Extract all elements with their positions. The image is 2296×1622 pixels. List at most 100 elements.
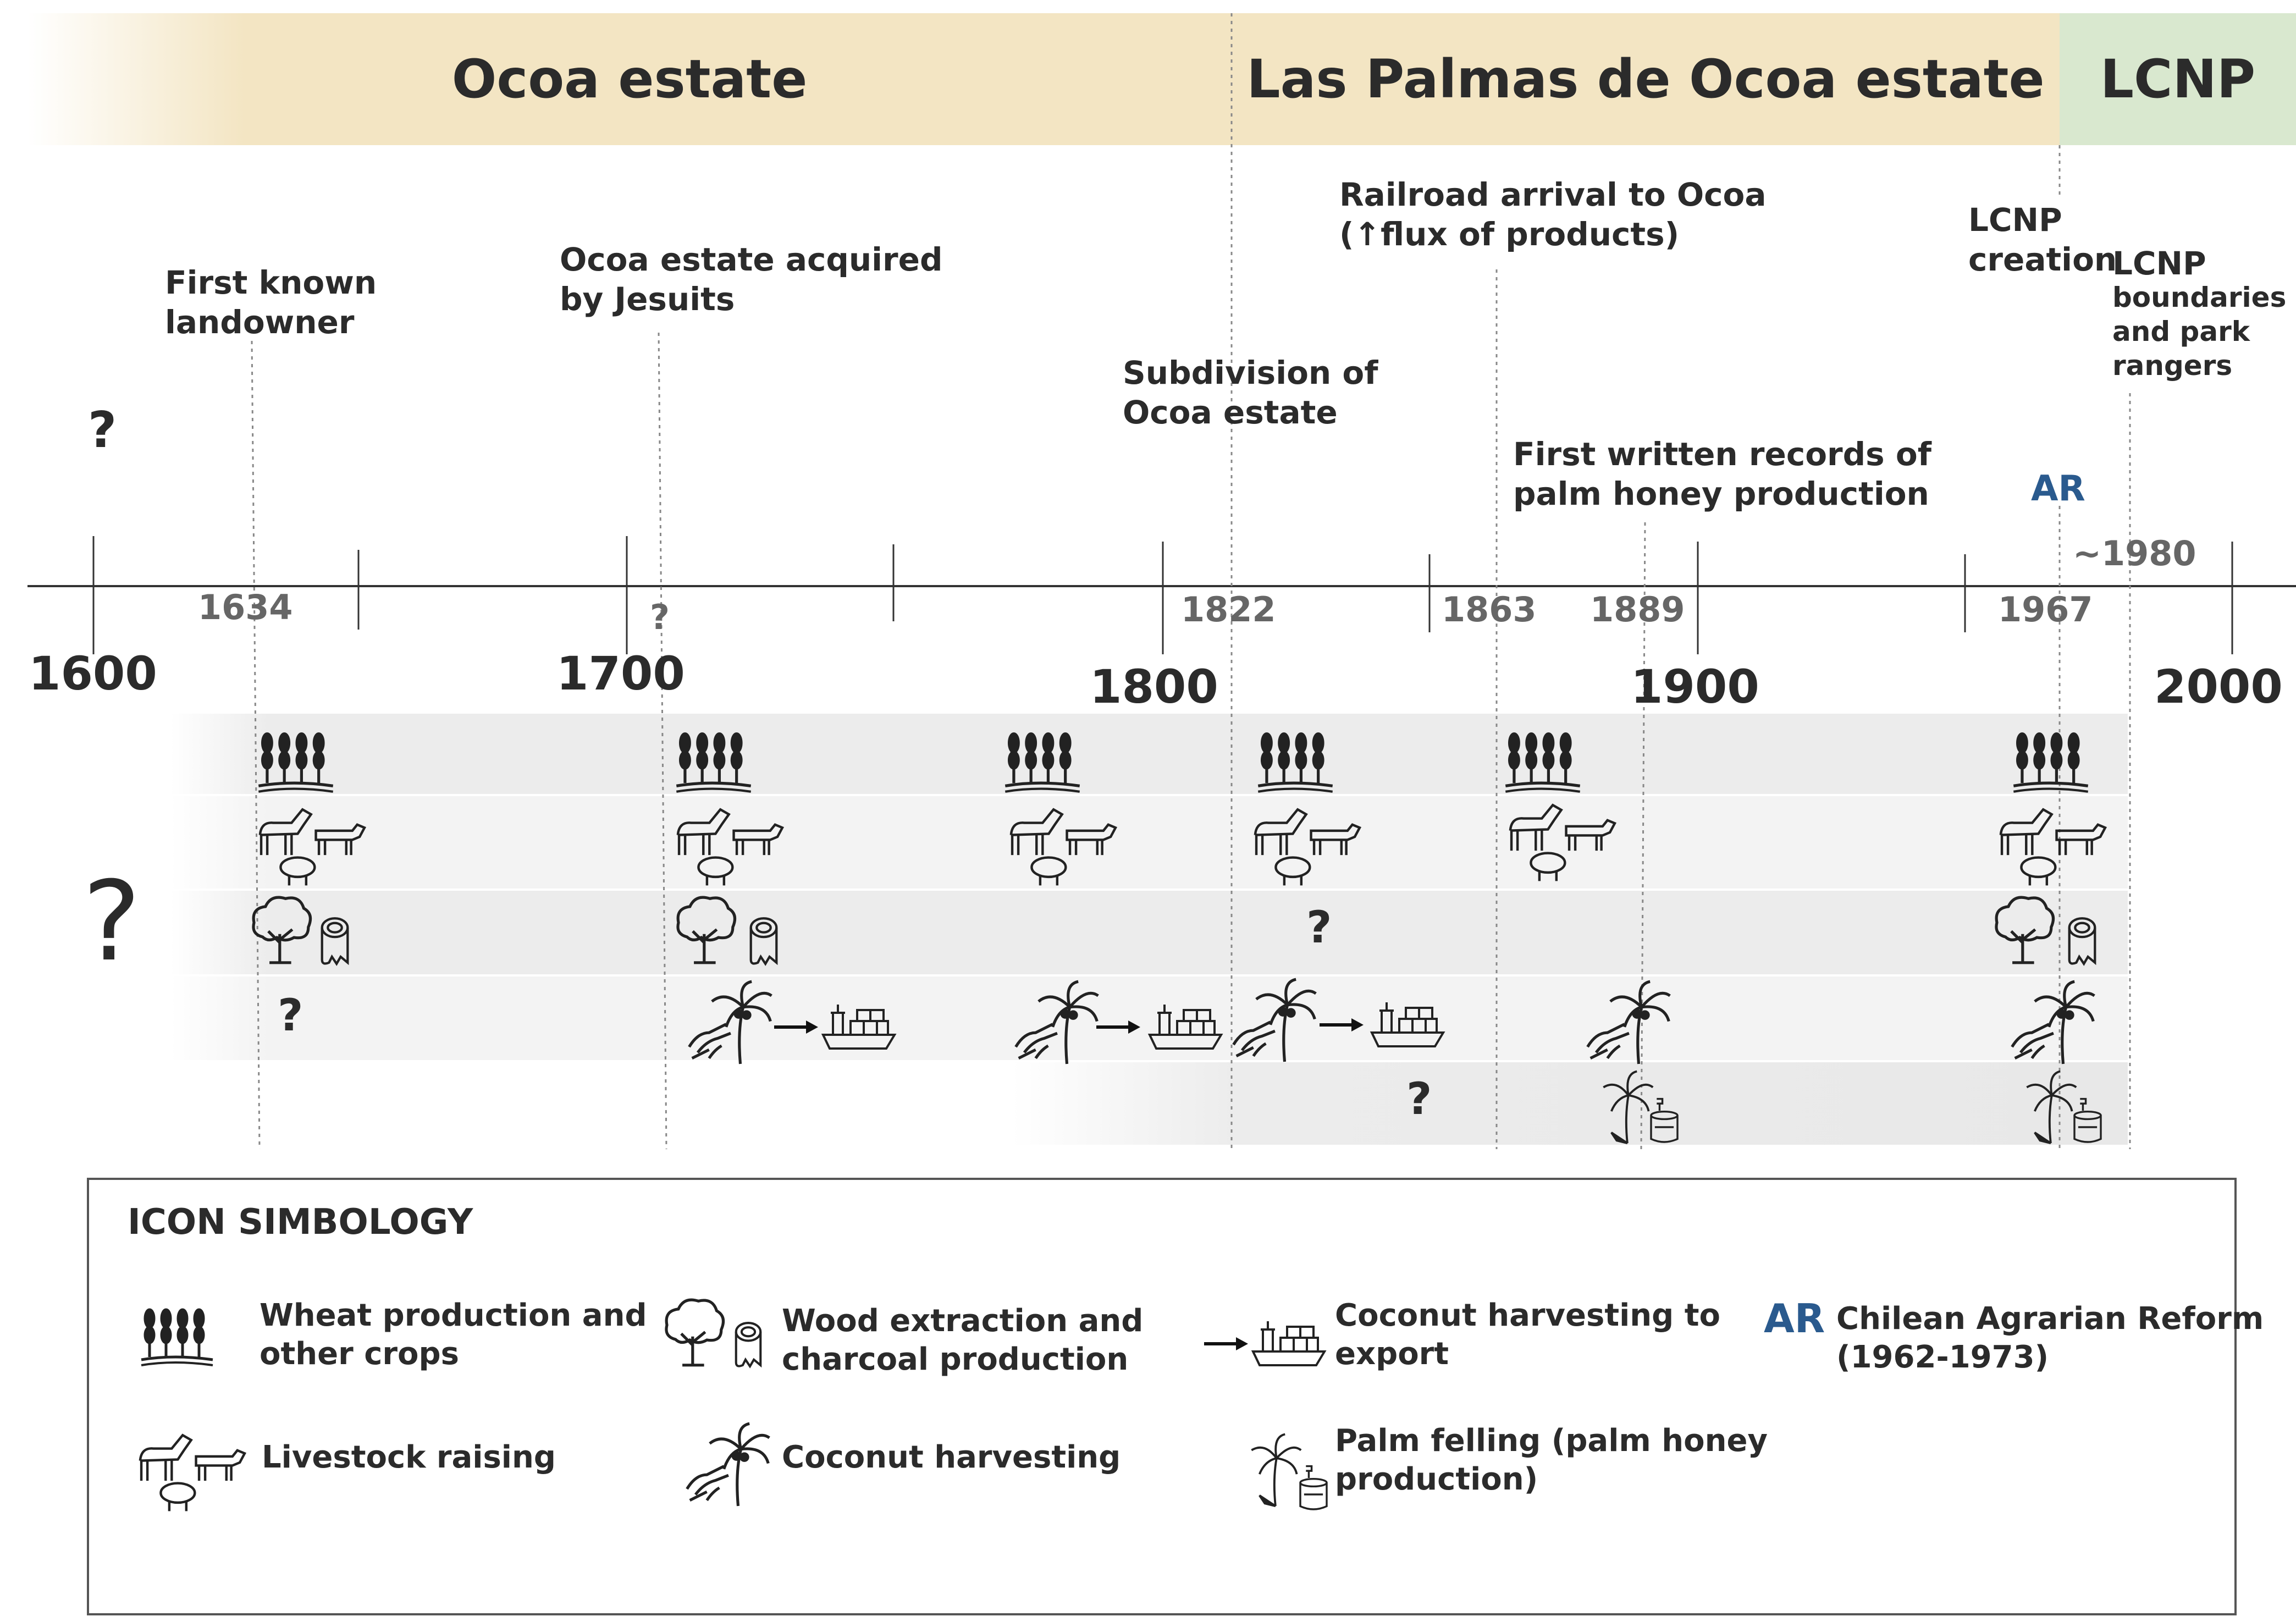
arrow-icon [1203, 1333, 1249, 1355]
event-line: landowner [165, 304, 355, 341]
event-lcnp-creation: LCNP creation [1968, 200, 2117, 279]
legend-wheat: Wheat production and other crops [260, 1297, 647, 1373]
century-2000: 2000 [2154, 660, 2283, 714]
event-line: (↑flux of products) [1339, 216, 1680, 253]
legend-line: Wheat production and [260, 1298, 647, 1333]
legend-title: ICON SIMBOLOGY [128, 1202, 473, 1243]
unknown-origin-mark: ? [88, 401, 117, 459]
band-label: Ocoa estate [451, 48, 808, 110]
legend-line: production) [1335, 1461, 1538, 1497]
palm-felling-icon [2025, 1070, 2078, 1145]
legend-wood: Wood extraction and charcoal production [782, 1302, 1143, 1379]
honey-pot-icon [1650, 1097, 1679, 1143]
legend-line: export [1335, 1336, 1449, 1372]
row-palm-felling [1012, 1062, 2128, 1145]
agrarian-reform-marker: AR [2031, 468, 2085, 509]
legend-palm-felling: Palm felling (palm honey production) [1335, 1422, 1768, 1499]
wheat-icon [140, 1302, 214, 1368]
livestock-icon [1006, 796, 1122, 890]
ship-icon [1149, 1003, 1222, 1050]
event-palm-honey-records: First written records of palm honey prod… [1513, 434, 1931, 514]
event-jesuits: Ocoa estate acquired by Jesuits [560, 240, 943, 319]
livestock-icon [255, 796, 371, 890]
wheat-icon [1004, 726, 1081, 795]
legend-livestock: Livestock raising [262, 1439, 556, 1475]
charcoal-icon [2067, 916, 2097, 966]
wheat-icon [257, 726, 334, 795]
livestock-icon [1505, 792, 1621, 885]
palm-hand-icon [1583, 979, 1677, 1064]
ship-icon [1371, 1001, 1444, 1047]
event-line: Ocoa estate acquired [560, 241, 943, 278]
palm-hand-icon [683, 1421, 776, 1506]
arrow-icon [1318, 1014, 1365, 1036]
coconut-unknown-mark: ? [278, 990, 303, 1041]
event-line: and park [2112, 316, 2250, 347]
year-1889: 1889 [1590, 589, 1685, 630]
event-line: LCNP [1968, 201, 2062, 239]
year-1980: ~1980 [2073, 533, 2196, 573]
band-label: LCNP [2100, 48, 2256, 110]
year-1863: 1863 [1442, 589, 1537, 630]
palm-hand-icon [1229, 976, 1323, 1062]
ship-icon [822, 1003, 896, 1050]
wood-unknown-mark: ? [1306, 902, 1332, 953]
legend-line: (1962-1973) [1836, 1339, 2049, 1375]
legend-coconut-export: Coconut harvesting to export [1335, 1297, 1720, 1373]
wheat-icon [2012, 726, 2089, 795]
century-1600: 1600 [29, 647, 157, 700]
palm-felling-icon [1602, 1070, 1654, 1145]
honey-legend-slot [1296, 1461, 1331, 1511]
legend-ar-symbol: AR [1764, 1295, 1825, 1342]
honey-pot-icon [2073, 1097, 2102, 1143]
legend-line: other crops [260, 1336, 459, 1372]
palm-felling-unknown-mark: ? [1406, 1073, 1432, 1124]
year-1822: 1822 [1181, 589, 1276, 630]
event-line: rangers [2112, 350, 2233, 382]
charcoal-icon [320, 916, 350, 966]
event-line: boundaries [2112, 282, 2287, 313]
charcoal-icon [733, 1321, 763, 1368]
legend-line: Palm felling (palm honey [1335, 1423, 1768, 1459]
year-1634: 1634 [198, 587, 293, 627]
livestock-icon [1250, 796, 1366, 890]
charcoal-icon [749, 916, 779, 966]
palm-felling-icon [1250, 1433, 1302, 1508]
unknown-activities-mark: ? [82, 858, 141, 986]
band-label: Las Palmas de Ocoa estate [1246, 48, 2045, 110]
event-line: Ocoa estate [1123, 394, 1338, 431]
palm-hand-icon [685, 979, 779, 1064]
year-1967: 1967 [1998, 589, 2093, 630]
tree-icon [661, 1297, 730, 1368]
century-1700: 1700 [556, 647, 685, 700]
tree-icon [250, 894, 316, 966]
legend-line: Wood extraction and [782, 1303, 1144, 1339]
wheat-icon [1257, 726, 1334, 795]
event-line: creation [1968, 241, 2117, 278]
band-ocoa-estate: Ocoa estate [27, 13, 1232, 145]
event-first-landowner: First known landowner [165, 263, 377, 342]
event-line: LCNP [2112, 245, 2206, 282]
livestock-icon [673, 796, 788, 890]
event-railroad: Railroad arrival to Ocoa (↑flux of produ… [1339, 175, 1767, 254]
wheat-icon [1504, 726, 1581, 795]
row-wood [170, 891, 2128, 974]
row-livestock [170, 796, 2128, 889]
icon-legend: ICON SIMBOLOGY Wheat production and othe… [87, 1178, 2264, 1615]
event-subdivision: Subdivision of Ocoa estate [1123, 353, 1378, 432]
event-line: First written records of [1513, 435, 1931, 473]
tree-icon [1993, 894, 2058, 966]
band-las-palmas-estate: Las Palmas de Ocoa estate [1232, 13, 2060, 145]
honey-pot-icon [1299, 1465, 1328, 1510]
livestock-icon [135, 1422, 251, 1515]
year-unknown: ? [650, 597, 670, 637]
arrow-icon [773, 1016, 819, 1038]
palm-hand-icon [2008, 979, 2101, 1064]
legend-line: charcoal production [782, 1342, 1129, 1377]
band-lcnp: LCNP [2060, 13, 2296, 145]
century-1800: 1800 [1090, 660, 1218, 714]
event-line: Railroad arrival to Ocoa [1339, 176, 1767, 213]
legend-line: Coconut harvesting to [1335, 1298, 1720, 1333]
